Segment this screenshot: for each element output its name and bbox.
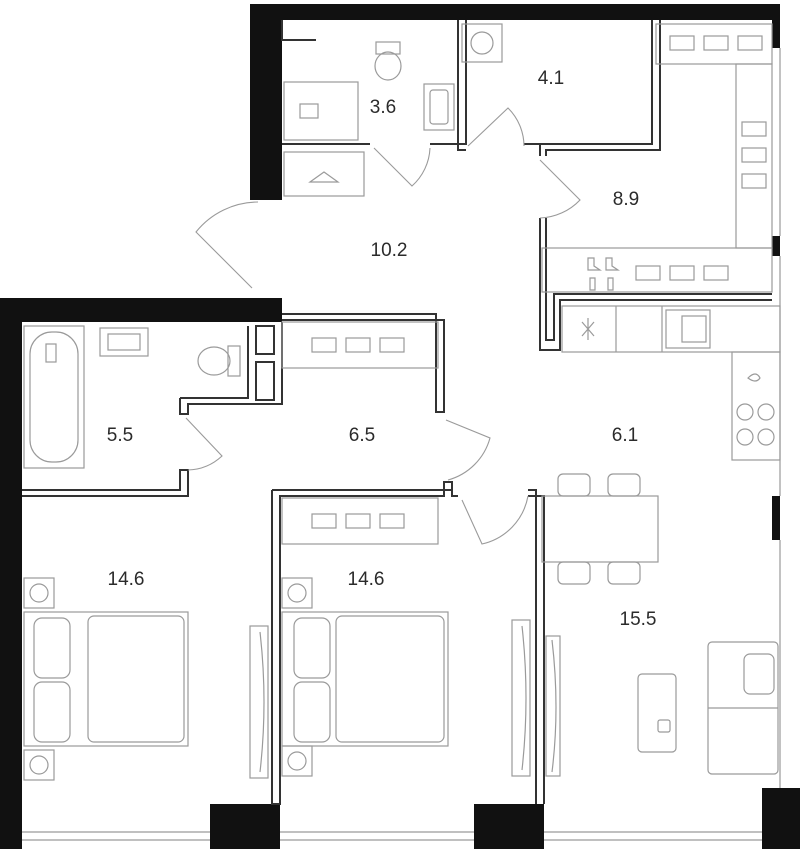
room-labels: 3.6 4.1 8.9 10.2 5.5 6.5 6.1 14.6 14.6 1…	[107, 68, 657, 630]
living-room-fixtures	[545, 635, 779, 777]
kitchen-fixtures	[541, 305, 781, 585]
hallway-fixtures	[281, 321, 439, 369]
windows	[22, 48, 781, 841]
area-label-bathroom-small: 3.6	[370, 97, 396, 118]
doors	[185, 107, 581, 545]
washing-machine	[461, 23, 503, 63]
area-label-bedroom-left: 14.6	[108, 569, 145, 590]
area-label-entrance-hall: 10.2	[371, 240, 408, 261]
area-label-living-room: 15.5	[620, 609, 657, 630]
bathroom-main-fixtures	[23, 325, 241, 469]
closet-shelves	[541, 23, 773, 293]
bedroom-left-fixtures	[23, 577, 269, 781]
area-label-laundry: 4.1	[538, 68, 564, 89]
area-label-bathroom-main: 5.5	[107, 425, 133, 446]
area-label-kitchen: 6.1	[612, 425, 638, 446]
bedroom-middle-fixtures	[281, 497, 531, 777]
outer-walls	[0, 4, 800, 849]
area-label-hallway: 6.5	[349, 425, 375, 446]
bathroom-small-fixtures	[283, 41, 455, 197]
area-label-bedroom-middle: 14.6	[348, 569, 385, 590]
interior-walls	[22, 20, 772, 805]
area-label-walk-in-closet: 8.9	[613, 189, 639, 210]
